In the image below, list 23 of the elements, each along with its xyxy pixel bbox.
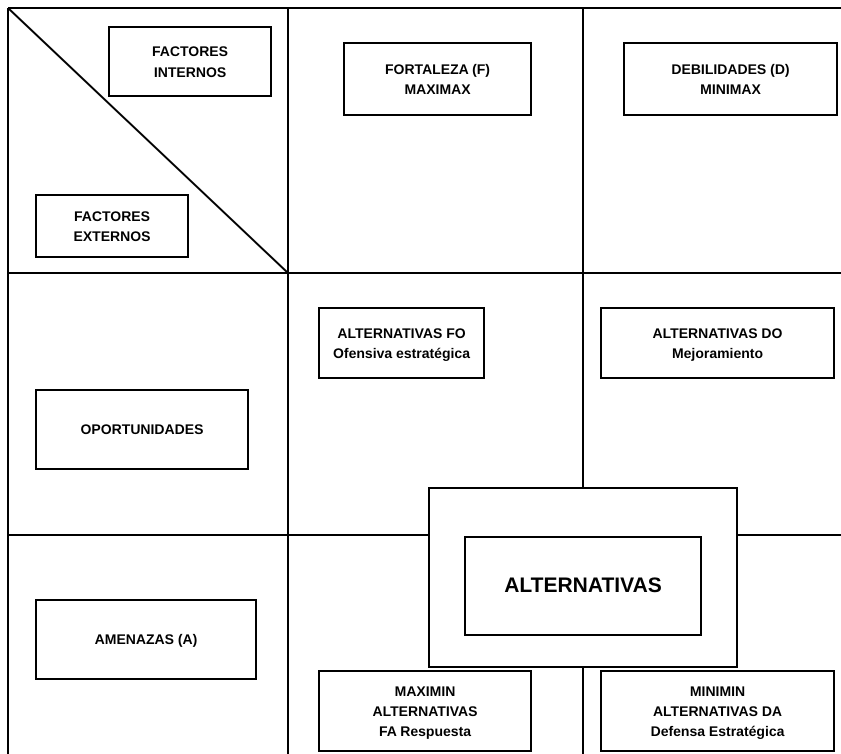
box-text: FACTORES INTERNOS xyxy=(151,42,229,82)
frame-box xyxy=(428,487,738,668)
box-text: ALTERNATIVAS xyxy=(504,572,662,599)
box-text: AMENAZAS (A) xyxy=(94,630,198,650)
label-box xyxy=(35,194,189,258)
label-box xyxy=(35,389,249,470)
box-text: ALTERNATIVAS FO Ofensiva estratégica xyxy=(332,324,472,363)
box-text: OPORTUNIDADES xyxy=(80,420,204,440)
label-box xyxy=(343,42,532,116)
label-box xyxy=(318,670,532,752)
box-text: FACTORES EXTERNOS xyxy=(72,206,152,246)
label-box xyxy=(623,42,838,116)
label-box xyxy=(318,307,485,379)
label-box xyxy=(600,307,835,379)
label-box xyxy=(464,536,702,636)
box-text: MAXIMIN ALTERNATIVAS FA Respuesta xyxy=(372,682,478,742)
box-text: DEBILIDADES (D) MINIMAX xyxy=(670,60,791,99)
label-box xyxy=(35,599,257,680)
box-text: MINIMIN ALTERNATIVAS DA Defensa Estratégica xyxy=(650,682,786,742)
box-text: FORTALEZA (F) MAXIMAX xyxy=(384,60,491,99)
box-text: ALTERNATIVAS DO Mejoramiento xyxy=(652,324,784,363)
label-box xyxy=(108,26,272,97)
label-box xyxy=(600,670,835,752)
